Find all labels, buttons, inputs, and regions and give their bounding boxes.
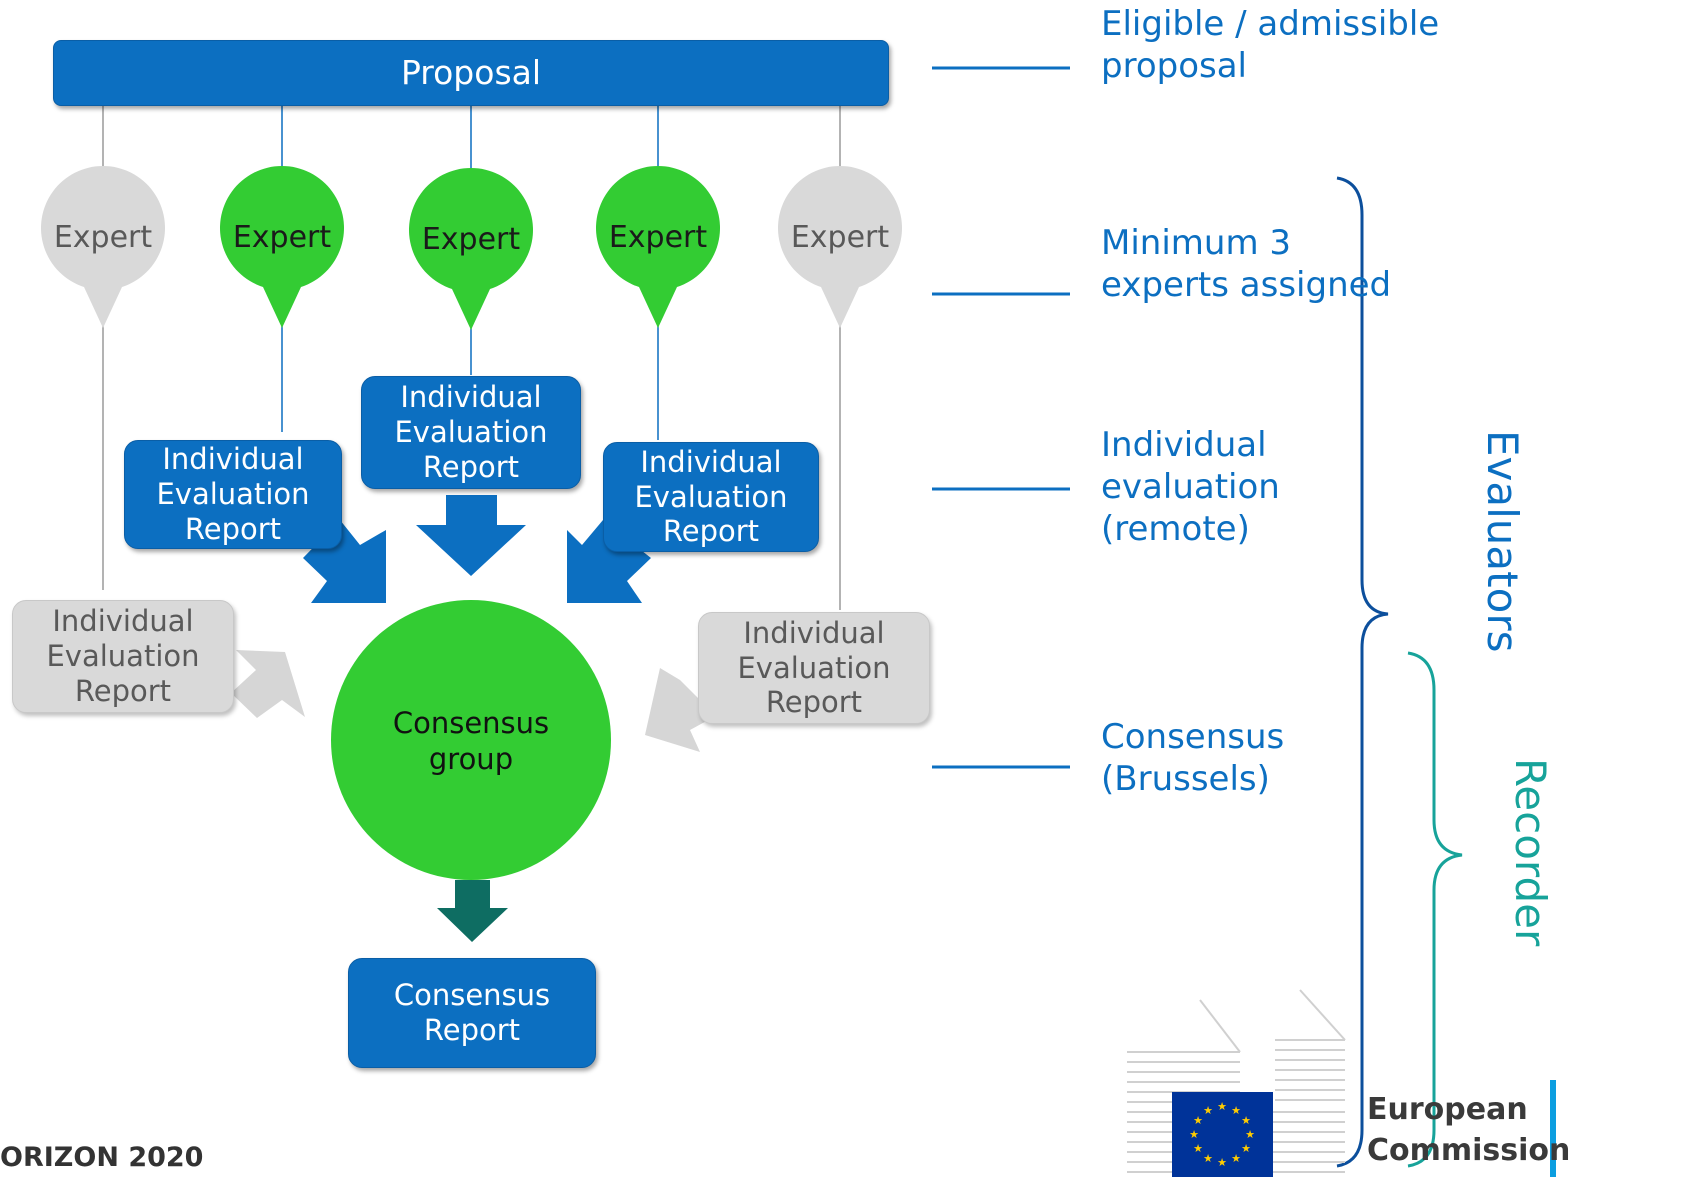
individual-evaluation-report-5: Individual Evaluation Report (698, 612, 930, 724)
logo-text-line2: Commission (1367, 1133, 1571, 1168)
consensus-report-label: Consensus Report (393, 978, 551, 1047)
svg-text:★: ★ (1231, 1152, 1241, 1165)
evaluators-label: Evaluators (1478, 430, 1527, 653)
report-label: Individual Evaluation Report (737, 615, 891, 720)
expert-bubble-1 (40, 165, 165, 328)
consensus-group-label: Consensus group (392, 706, 550, 776)
report-label: Individual Evaluation Report (394, 380, 548, 484)
expert-label-5: Expert (790, 220, 890, 255)
flow-arrows (231, 495, 712, 942)
step-individual-evaluation: Individual evaluation (remote) (1101, 425, 1280, 549)
svg-text:★: ★ (1241, 1114, 1251, 1127)
arrow-right-blue (567, 520, 651, 603)
svg-text:★: ★ (1193, 1142, 1203, 1155)
svg-text:★: ★ (1203, 1104, 1213, 1117)
proposal-bar: Proposal (53, 40, 889, 106)
individual-evaluation-report-1: Individual Evaluation Report (12, 600, 234, 713)
consensus-group-circle (331, 600, 611, 880)
svg-text:★: ★ (1217, 1156, 1227, 1169)
arrow-right-grey (645, 668, 712, 752)
svg-text:★: ★ (1193, 1114, 1203, 1127)
programme-label: ORIZON 2020 (0, 1142, 204, 1173)
report-label: Individual Evaluation Report (634, 444, 788, 549)
expert-label-1: Expert (53, 220, 153, 255)
svg-text:★: ★ (1217, 1100, 1227, 1113)
expert-bubble-3 (408, 167, 533, 330)
step-consensus: Consensus (Brussels) (1101, 717, 1285, 799)
expert-bubble-4 (596, 165, 720, 328)
report-label: Individual Evaluation Report (156, 442, 310, 546)
logo-accent-bar (1550, 1080, 1556, 1177)
expert-label-3: Expert (421, 222, 521, 257)
evaluators-brace (1336, 176, 1389, 1168)
eu-flag-stars: ★★★ ★★★ ★★★ ★★★ (1189, 1100, 1255, 1169)
expert-label-2: Expert (232, 220, 332, 255)
eu-flag (1172, 1092, 1273, 1177)
consensus-report: Consensus Report (348, 958, 596, 1068)
step-eligible: Eligible / admissible proposal (1101, 4, 1440, 86)
individual-evaluation-report-2: Individual Evaluation Report (124, 440, 342, 549)
step-experts-assigned: Minimum 3 experts assigned (1101, 223, 1392, 305)
logo-text-line1: European (1367, 1092, 1528, 1127)
arrow-left-grey (231, 650, 305, 718)
svg-text:★: ★ (1189, 1128, 1199, 1141)
svg-text:★: ★ (1231, 1104, 1241, 1117)
svg-text:★: ★ (1245, 1128, 1255, 1141)
recorder-brace (1407, 651, 1463, 1168)
expert-bubble-2 (219, 165, 344, 328)
arrow-consensus-down (437, 880, 508, 942)
svg-text:★: ★ (1203, 1152, 1213, 1165)
svg-text:★: ★ (1241, 1142, 1251, 1155)
expert-bubbles (40, 165, 902, 330)
report-label: Individual Evaluation Report (46, 604, 200, 708)
arrow-center-down (416, 495, 526, 576)
expert-bubble-5 (777, 165, 902, 328)
proposal-label: Proposal (400, 53, 542, 93)
individual-evaluation-report-3: Individual Evaluation Report (361, 376, 581, 489)
individual-evaluation-report-4: Individual Evaluation Report (603, 442, 819, 552)
step-lines (932, 66, 1070, 769)
expert-label-4: Expert (608, 220, 708, 255)
recorder-label: Recorder (1506, 758, 1555, 947)
